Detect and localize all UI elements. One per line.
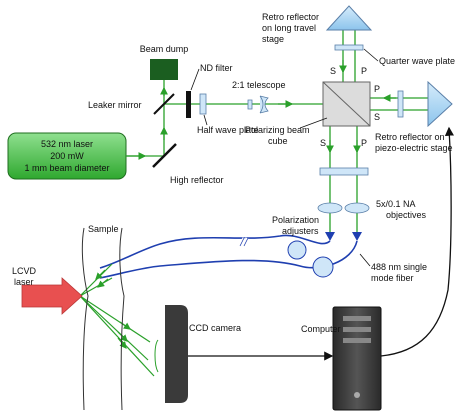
- pol-p-top: P: [361, 66, 367, 76]
- nd-filter: ND filter: [186, 63, 233, 118]
- beam-dump: Beam dump: [140, 44, 189, 80]
- green-laser-source: 532 nm laser 200 mW 1 mm beam diameter: [7, 132, 127, 180]
- retro-reflector-piezo-stage: Retro reflector on piezo-electric stage: [375, 80, 453, 153]
- computer-label: Computer: [301, 324, 341, 334]
- telescope: 2:1 telescope: [232, 80, 286, 114]
- sample: Sample: [81, 224, 125, 411]
- retro-long-label-line3: stage: [262, 34, 284, 44]
- pol-s-top: S: [330, 66, 336, 76]
- green-beams-to-sample: [79, 263, 155, 377]
- pol-p-right: P: [374, 84, 380, 94]
- laser-label-line2: 200 mW: [50, 151, 84, 161]
- half-wave-plate-label: Half wave plate: [197, 125, 259, 135]
- beam-dump-label: Beam dump: [140, 44, 189, 54]
- polarization-markers: S P P S S P: [320, 66, 380, 148]
- retro-piezo-label-line2: piezo-electric stage: [375, 143, 453, 153]
- pol-s-bottom: S: [320, 138, 326, 148]
- fiber-couplers: [325, 232, 362, 241]
- ccd-camera-label: CCD camera: [189, 323, 241, 333]
- sample-label: Sample: [88, 224, 119, 234]
- pol-adjusters-label-line2: adjusters: [282, 226, 319, 236]
- objectives-label-line1: 5x/0.1 NA: [376, 199, 416, 209]
- quarter-wave-plate-label: Quarter wave plate: [379, 56, 455, 66]
- half-wave-plate: Half wave plate: [197, 93, 259, 135]
- high-reflector: High reflector: [152, 143, 224, 185]
- fiber-label-line1: 488 nm single: [371, 262, 427, 272]
- high-reflector-label: High reflector: [170, 175, 224, 185]
- computer: Computer: [301, 306, 382, 411]
- quarter-wave-plate-right: [397, 90, 404, 118]
- lcvd-label-line1: LCVD: [12, 266, 37, 276]
- objectives-label-line2: objectives: [386, 210, 427, 220]
- retro-piezo-label-line1: Retro reflector on: [375, 132, 445, 142]
- retro-long-label-line1: Retro reflector: [262, 12, 319, 22]
- pbs-label-line1: Polarizing beam: [245, 125, 310, 135]
- pol-s-right: S: [374, 112, 380, 122]
- polarization-adjusters: Polarization adjusters: [272, 215, 334, 278]
- objectives: 5x/0.1 NA objectives: [317, 167, 427, 220]
- leaker-mirror: Leaker mirror: [88, 93, 175, 115]
- laser-label-line3: 1 mm beam diameter: [24, 163, 109, 173]
- computer-piezo-link: [380, 126, 454, 357]
- quarter-wave-plate-top: Quarter wave plate: [334, 44, 455, 66]
- lcvd-laser: LCVD laser: [12, 266, 83, 315]
- laser-label-line1: 532 nm laser: [41, 139, 93, 149]
- pol-adjusters-label-line1: Polarization: [272, 215, 319, 225]
- retro-long-label-line2: on long travel: [262, 23, 316, 33]
- fiber-label-line2: mode fiber: [371, 273, 414, 283]
- lcvd-label-line2: laser: [14, 277, 34, 287]
- fiber-label: 488 nm single mode fiber: [359, 253, 427, 283]
- leaker-mirror-label: Leaker mirror: [88, 100, 142, 110]
- ccd-camera: CCD camera: [154, 305, 241, 403]
- pol-p-bottom: P: [361, 138, 367, 148]
- polarizing-beam-cube: Polarizing beam cube: [245, 81, 371, 146]
- nd-filter-label: ND filter: [200, 63, 233, 73]
- telescope-label: 2:1 telescope: [232, 80, 286, 90]
- pbs-label-line2: cube: [268, 136, 288, 146]
- retro-reflector-long-stage: Retro reflector on long travel stage: [262, 5, 373, 44]
